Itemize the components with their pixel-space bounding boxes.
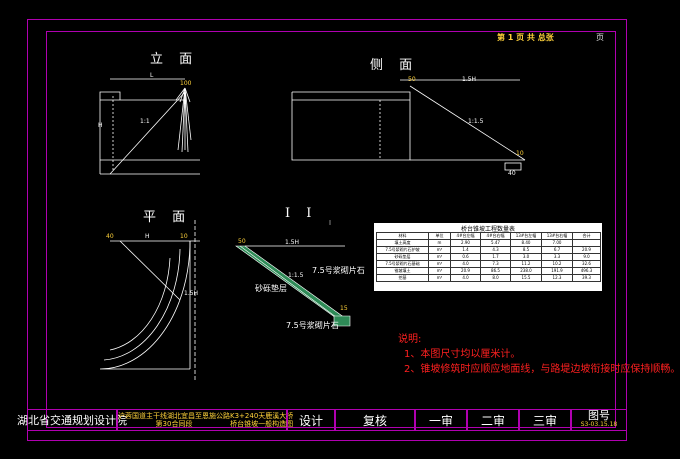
project-cell: 沪蓉国道主干线湖北宜昌至恩施公路 第30合同段 K3+240天鹿溪大桥 桥台锥坡… <box>117 409 293 431</box>
label-gravel-bed: 砂砾垫层 <box>255 284 287 293</box>
drawing-no: S3-03.15.18 <box>580 421 618 428</box>
quantity-table-title: 桥台锥坡工程数量表 <box>460 226 515 233</box>
notes-title: 说明: <box>398 334 422 345</box>
drawing-border-outer <box>27 19 627 441</box>
note-1: 1、本图尺寸均以厘米计。 <box>404 349 521 360</box>
project-line2: 第30合同段 <box>155 420 193 428</box>
dim-plan-10: 10 <box>180 233 188 240</box>
view-title-plan: 平 面 <box>143 210 192 225</box>
dim-side-10: 10 <box>516 150 524 157</box>
dim-sec-ratio: 1:1.5 <box>288 272 304 279</box>
institute-name: 湖北省交通规划设计院 <box>17 409 127 431</box>
design-label: 设计 <box>287 409 335 431</box>
view-title-elevation: 立 面 <box>150 52 199 67</box>
dim-sec-50: 50 <box>238 238 246 245</box>
page-suffix: 页 <box>596 33 604 42</box>
dim-plan-H: H <box>145 233 150 240</box>
page-number: 第 1 页 共 总张 <box>497 33 554 42</box>
dim-side-1.5H: 1.5H <box>462 76 477 83</box>
dim-plan-40: 40 <box>106 233 114 240</box>
dim-elev-slope: 1:1 <box>140 118 150 125</box>
drawing-no-label: 图号 <box>588 409 610 422</box>
plan-view <box>99 220 200 380</box>
drawing-line1: K3+240天鹿溪大桥 <box>230 412 294 420</box>
notes: 说明: 1、本图尺寸均以厘米计。 2、锥坡修筑时应顺应地面线，与路堤边坡衔接时应… <box>398 330 680 375</box>
side-view <box>291 79 526 171</box>
audit2-label: 二审 <box>467 409 519 431</box>
drawing-number-cell: 图号 S3-03.15.18 <box>571 409 627 431</box>
dim-elev-100: 100 <box>180 80 192 87</box>
review-label: 复核 <box>335 409 415 431</box>
dim-sec-15: 15 <box>340 305 348 312</box>
dim-elev-H: H <box>98 122 103 129</box>
note-2: 2、锥坡修筑时应顺应地面线，与路堤边坡衔接时应保持顺畅。 <box>404 364 680 375</box>
section-view <box>235 245 351 327</box>
dim-elev-L: L <box>150 72 154 79</box>
title-block: 湖北省交通规划设计院 沪蓉国道主干线湖北宜昌至恩施公路 第30合同段 K3+24… <box>17 409 627 431</box>
audit3-label: 三审 <box>519 409 571 431</box>
project-line1: 沪蓉国道主干线湖北宜昌至恩施公路 <box>118 412 230 420</box>
label-mortar-stone-1: 7.5号浆砌片石 <box>312 266 365 275</box>
view-title-section: I I <box>285 206 318 221</box>
drawing-linework <box>99 78 526 380</box>
label-mortar-stone-2: 7.5号浆砌片石 <box>286 321 339 330</box>
elevation-view <box>99 78 200 175</box>
view-title-side: 侧 面 <box>370 58 419 73</box>
dim-sec-1.5H: 1.5H <box>285 239 300 246</box>
dim-side-slope: 1:1.5 <box>468 118 484 125</box>
dim-side-50: 50 <box>408 76 416 83</box>
dim-plan-1.5H: 1.5H <box>184 290 199 297</box>
drawing-line2: 桥台锥坡一般构造图 <box>230 420 294 428</box>
audit1-label: 一审 <box>415 409 467 431</box>
dim-side-40: 40 <box>508 170 516 177</box>
drawing-border-inner <box>46 31 616 428</box>
